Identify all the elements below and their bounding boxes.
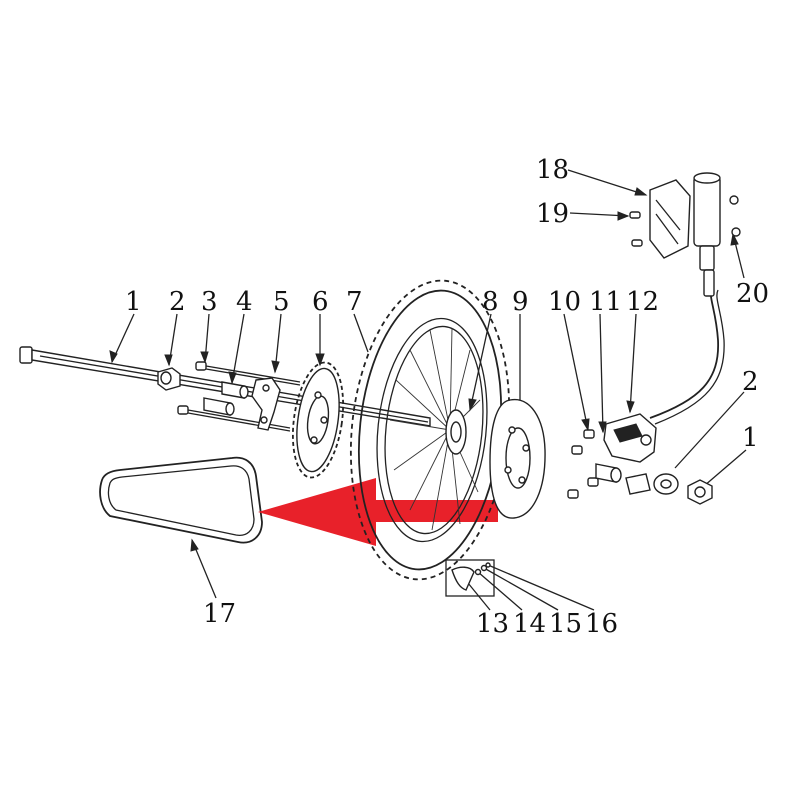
arrowhead-12 — [626, 400, 635, 414]
brake-hose — [649, 289, 725, 425]
callout-label-17: 17 — [203, 599, 236, 629]
callout-labels: 1 2 3 4 5 6 7 8 9 10 11 12 2 1 13 14 15 … — [125, 155, 769, 639]
callout-label-18: 18 — [536, 155, 569, 185]
sprocket-bolts — [177, 361, 301, 432]
caliper-spacer — [595, 463, 622, 483]
axle-nut — [687, 479, 713, 505]
callout-label-15: 15 — [549, 609, 582, 639]
callout-label-7: 7 — [346, 287, 363, 317]
leader-line-18 — [567, 169, 647, 196]
rear-sprocket — [292, 361, 344, 479]
callout-label-1-right: 1 — [742, 423, 759, 453]
axle-spacer-right — [653, 473, 679, 495]
arrowhead-11 — [598, 421, 607, 434]
brake-caliper — [603, 413, 657, 495]
callout-label-14: 14 — [513, 609, 546, 639]
arrowhead-6 — [315, 353, 325, 367]
callout-label-2: 2 — [169, 287, 186, 317]
callout-label-4: 4 — [236, 287, 253, 317]
arrowhead-3 — [200, 351, 209, 364]
leader-line-11 — [599, 313, 604, 433]
arrowhead-20 — [730, 232, 739, 246]
leader-lines — [109, 169, 747, 611]
valve-stem-detail — [445, 559, 495, 597]
leader-line-1-right — [703, 449, 747, 487]
leader-line-15 — [483, 567, 559, 611]
arrowhead-8 — [468, 398, 477, 412]
disc-bolts — [567, 429, 599, 499]
arrowhead-10 — [581, 418, 590, 432]
leader-line-10 — [563, 313, 589, 431]
arrowhead-2 — [164, 354, 173, 367]
axle-spacer-left — [157, 367, 181, 391]
callout-label-19: 19 — [536, 199, 569, 229]
callout-label-20: 20 — [736, 279, 769, 309]
callout-label-2-right: 2 — [742, 367, 759, 397]
callout-label-16: 16 — [585, 609, 618, 639]
callout-label-6: 6 — [312, 287, 329, 317]
arrowhead-4 — [228, 371, 237, 385]
arrowhead-18 — [634, 187, 648, 196]
callout-label-9: 9 — [512, 287, 529, 317]
leader-line-4 — [231, 313, 245, 384]
callout-label-5: 5 — [273, 287, 290, 317]
leader-line-16 — [487, 564, 595, 611]
lock-plate — [251, 377, 281, 431]
arrowhead-17 — [190, 538, 199, 552]
callout-label-13: 13 — [476, 609, 509, 639]
callout-label-1: 1 — [125, 287, 142, 317]
arrowhead-5 — [271, 360, 280, 374]
leader-line-14 — [477, 571, 523, 611]
sprocket-spacers — [203, 381, 249, 416]
highlight-arrow — [258, 478, 498, 546]
callout-label-8: 8 — [482, 287, 499, 317]
callout-label-11: 11 — [589, 287, 622, 317]
master-cylinder-assembly — [629, 172, 741, 297]
brake-disc — [489, 398, 546, 519]
callout-label-12: 12 — [626, 287, 659, 317]
valve-detail-box — [445, 559, 495, 597]
callout-label-10: 10 — [548, 287, 581, 317]
arrowhead-1 — [109, 350, 118, 364]
leader-line-12 — [629, 313, 637, 413]
leader-line-2-right — [674, 391, 745, 469]
callout-label-3: 3 — [201, 287, 218, 317]
arrowhead-19 — [617, 211, 630, 221]
drive-chain — [99, 456, 263, 544]
leader-line-7 — [353, 313, 369, 353]
